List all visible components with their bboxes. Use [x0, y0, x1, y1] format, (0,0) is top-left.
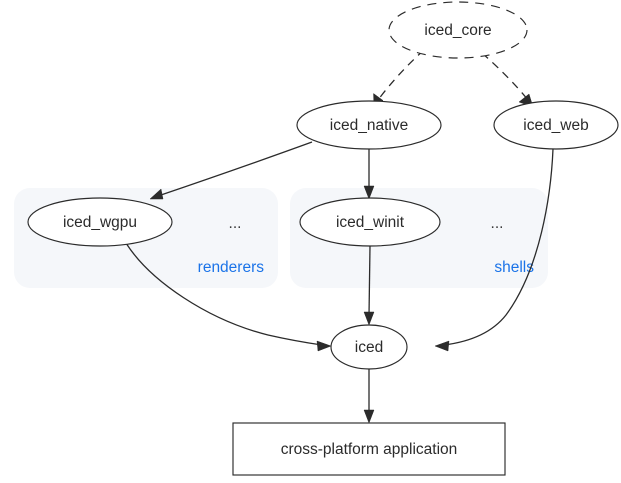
- edge-iced-native-to-iced-wgpu: [149, 141, 313, 200]
- node-iced-native-shape[interactable]: [296, 100, 442, 150]
- edge-line: [377, 49, 425, 101]
- node-cross-platform-application[interactable]: cross-platform application: [232, 422, 506, 476]
- node-iced-label: iced: [355, 339, 383, 356]
- edge-line: [481, 52, 529, 101]
- node-iced-core-shape[interactable]: [388, 1, 528, 59]
- node-iced-winit-label: iced_winit: [336, 214, 405, 231]
- node-iced-winit[interactable]: iced_winit: [299, 197, 441, 247]
- cluster-renderers-label: renderers: [198, 259, 265, 276]
- shells-more-placeholder: ...: [491, 215, 504, 232]
- edge-line: [125, 242, 323, 346]
- node-iced-web-shape[interactable]: [493, 100, 619, 150]
- node-iced-native-label: iced_native: [330, 117, 408, 134]
- edge-iced-core-to-iced-native: [373, 49, 425, 109]
- renderers-more-placeholder: ...: [229, 215, 242, 232]
- edge-iced-web-to-iced: [434, 148, 554, 352]
- node-application-label: cross-platform application: [281, 441, 458, 458]
- edge-iced-wgpu-to-iced: [125, 242, 332, 352]
- cluster-shells-label: shells: [494, 259, 534, 276]
- node-iced-shape[interactable]: [330, 324, 408, 370]
- node-iced-core[interactable]: iced_core: [388, 1, 528, 59]
- edge-iced-winit-to-iced: [363, 245, 375, 326]
- arrow-head-icon: [149, 188, 164, 200]
- node-iced-wgpu-label: iced_wgpu: [63, 214, 137, 231]
- arrow-head-icon: [316, 340, 332, 352]
- node-iced-winit-shape[interactable]: [299, 197, 441, 247]
- edge-line: [157, 141, 313, 197]
- arrow-head-icon: [363, 409, 375, 424]
- arrow-head-icon: [363, 311, 375, 326]
- edge-iced-core-to-iced-web: [481, 52, 534, 108]
- node-iced-web-label: iced_web: [523, 117, 589, 134]
- node-iced[interactable]: iced: [330, 324, 408, 370]
- node-iced-core-label: iced_core: [424, 22, 491, 39]
- node-iced-native[interactable]: iced_native: [296, 100, 442, 150]
- arrow-head-icon: [434, 340, 450, 352]
- node-application-shape[interactable]: [232, 422, 506, 476]
- node-iced-web[interactable]: iced_web: [493, 100, 619, 150]
- arrow-head-icon: [363, 185, 375, 200]
- edge-iced-to-application: [363, 369, 375, 424]
- node-iced-wgpu[interactable]: iced_wgpu: [27, 197, 173, 247]
- edge-iced-native-to-iced-winit: [363, 149, 375, 200]
- edge-line: [368, 245, 371, 317]
- node-iced-wgpu-shape[interactable]: [27, 197, 173, 247]
- edge-line: [443, 148, 554, 346]
